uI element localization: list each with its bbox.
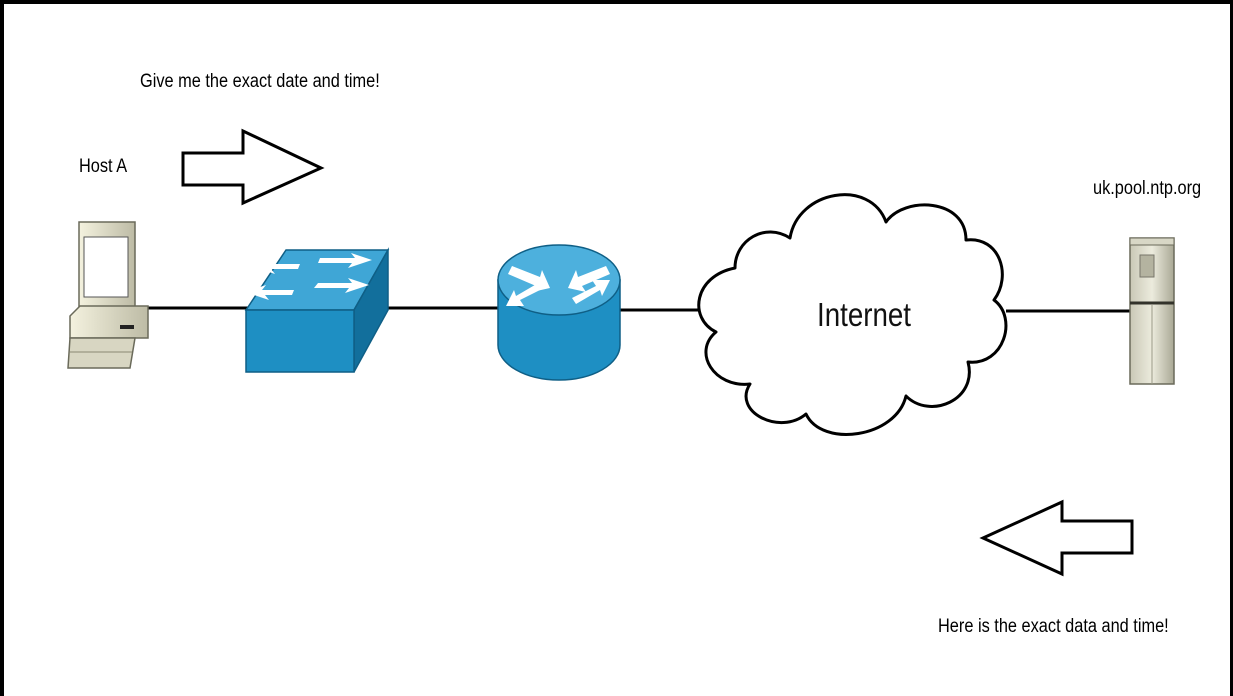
arrow-left-icon: [979, 499, 1134, 577]
cloud-icon: [697, 193, 1008, 436]
pc-icon: [67, 221, 149, 369]
server-icon: [1129, 237, 1175, 385]
internet-label: Internet: [817, 296, 912, 333]
request-label: Give me the exact date and time!: [140, 71, 380, 92]
router-icon: [497, 244, 621, 381]
switch-icon: [244, 247, 390, 373]
arrow-right-icon: [181, 128, 325, 206]
response-label: Here is the exact data and time!: [938, 616, 1169, 637]
ntp-server-label: uk.pool.ntp.org: [1093, 178, 1202, 199]
host-a-label: Host A: [79, 156, 128, 177]
